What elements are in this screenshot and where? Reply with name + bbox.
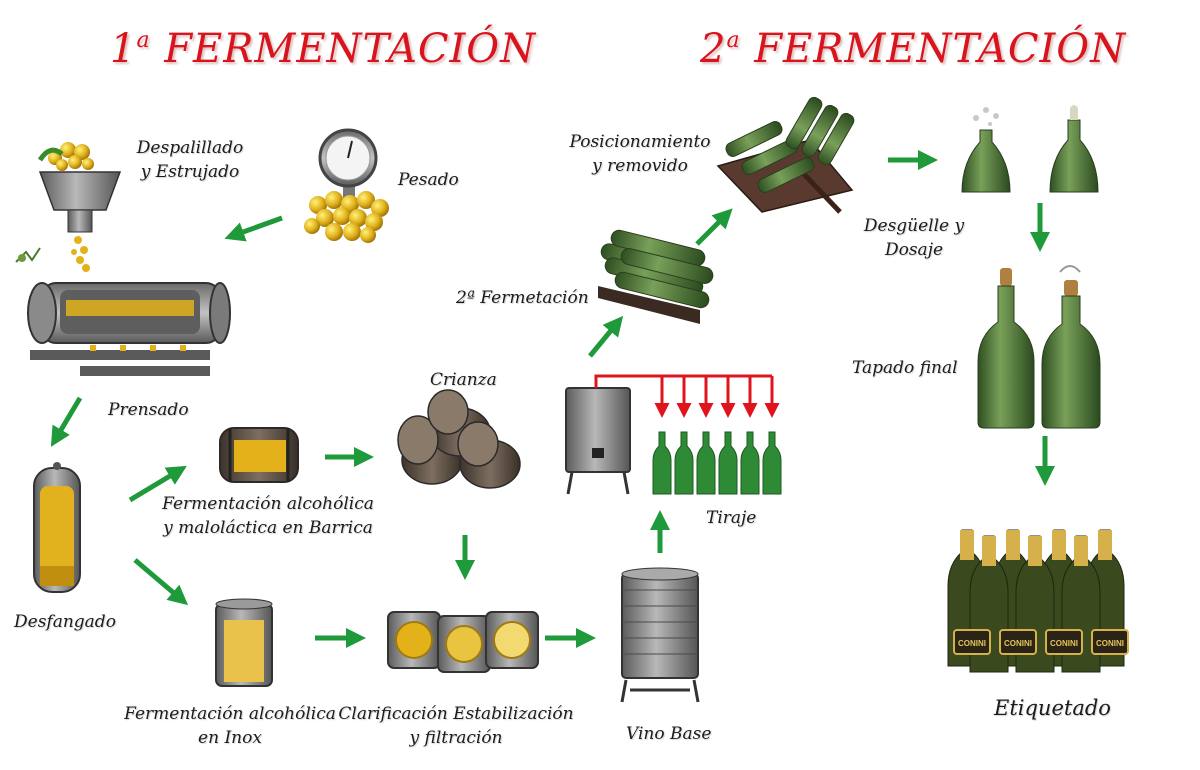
arrow-desfangado-to-barrica [128,465,187,503]
title-second-text: FERMENTACIÓN [754,26,1127,72]
arrow-desfangado-to-inox [133,558,189,606]
arrow-segunda-to-posicion [695,208,733,246]
base-wine-tank-illustration [620,567,700,703]
label-posicionamiento-line2: y removido [592,156,688,176]
label-clarificacion-line2: y filtración [409,728,503,748]
label-despalillado: Despalillado y Estrujado [137,136,243,184]
title-first-text: FERMENTACIÓN [164,26,537,72]
tirage-dosing-arrows [594,374,780,418]
settling-tank-illustration [33,462,81,593]
labeled-bottles-illustration: CONINI CONINI CONINI CONINI [947,529,1129,673]
title-first-fermentation: 1a FERMENTACIÓN [110,26,536,72]
barrel-stack-illustration [397,389,521,489]
title-first-number: 1 [110,26,137,72]
disgorging-illustration [961,105,1099,193]
label-clarificacion-line1: Clarificación Estabilización [338,704,574,724]
label-etiquetado: Etiquetado [994,696,1111,720]
label-vino-base: Vino Base [626,724,712,744]
label-prensado: Prensado [108,400,189,420]
riddling-rack-illustration [716,96,855,214]
tirage-tank-illustration [565,387,631,495]
label-inox-line1: Fermentación alcohólica [124,704,336,724]
label-clarificacion: Clarificación Estabilización y filtració… [338,702,573,750]
press-illustration [27,282,231,376]
label-barrica: Fermentación alcohólica y maloláctica en… [162,492,374,540]
corked-bottles-illustration [977,265,1101,429]
flow-arrows [50,150,1055,648]
stainless-tank-illustration [215,598,273,687]
label-deguelle: Desgüelle y Dosaje [864,214,964,262]
label-deguelle-line2: Dosaje [884,240,944,260]
barrel-illustration [219,427,299,483]
title-second-number: 2 [700,26,727,72]
bottle-brand-2: CONINI [1004,639,1032,648]
label-posicionamiento-line1: Posicionamiento [569,132,711,152]
arrow-prensado-to-desfangado [50,396,83,447]
label-deguelle-line1: Desgüelle y [863,216,965,236]
destemmer-illustration [15,142,122,272]
label-despalillado-line1: Despalillado [136,138,244,158]
arrow-deposito-to-segunda [588,315,624,358]
title-second-fermentation: 2a FERMENTACIÓN [700,26,1126,72]
label-crianza: Crianza [430,370,497,390]
bottle-brand-3: CONINI [1050,639,1078,648]
label-tiraje: Tiraje [706,508,757,528]
label-inox-line2: en Inox [198,728,262,748]
tirage-bottles [652,431,782,495]
label-desfangado: Desfangado [14,612,116,632]
label-inox: Fermentación alcohólica en Inox [124,702,336,750]
arrow-pesado-to-despalillado [224,215,283,242]
scale-illustration [304,128,389,243]
label-despalillado-line2: y Estrujado [140,162,240,182]
label-barrica-line1: Fermentación alcohólica [162,494,374,514]
bottle-stack-illustration [598,229,714,324]
label-posicionamiento: Posicionamiento y removido [569,130,710,178]
title-second-ordinal: a [726,28,741,53]
label-barrica-line2: y maloláctica en Barrica [163,518,373,538]
title-first-ordinal: a [136,28,151,53]
label-segunda-fermetacion: 2ª Fermetación [456,288,589,308]
label-pesado: Pesado [398,170,459,190]
bottle-brand-1: CONINI [958,639,986,648]
clarification-tanks-illustration [387,611,539,673]
bottle-brand-4: CONINI [1096,639,1124,648]
label-tapado-final: Tapado final [852,358,958,378]
